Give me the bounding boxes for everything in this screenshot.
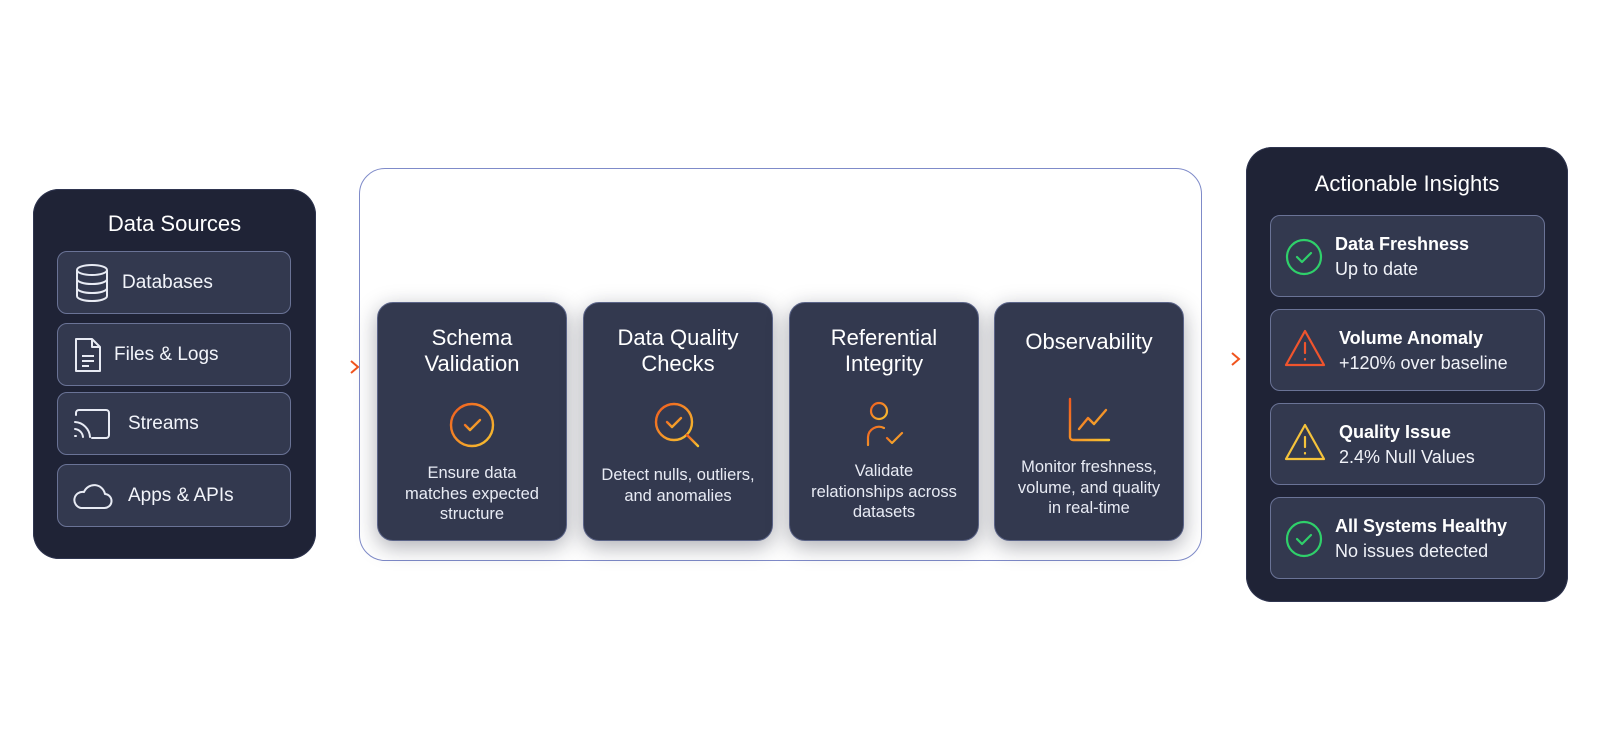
check-circle-icon (1285, 238, 1323, 276)
source-item-files-logs[interactable]: Files & Logs (57, 323, 291, 386)
insight-heading: Quality Issue (1339, 422, 1452, 442)
step-description: Monitor freshness, volume, and quality i… (1017, 458, 1161, 517)
stream-icon (70, 402, 114, 446)
check-circle-icon (378, 401, 566, 453)
search-check-icon (584, 401, 772, 453)
cloud-icon (70, 474, 114, 518)
source-item-apps-apis[interactable]: Apps & APIs (57, 464, 291, 527)
step-description: Validate relationships across datasets (811, 462, 957, 521)
insight-heading: Volume Anomaly (1339, 328, 1484, 348)
step-schema-validation[interactable]: Schema Validation Ensure data matches ex… (377, 302, 567, 541)
insight-subtext: Up to date (1335, 259, 1419, 279)
actionable-insights-panel: Actionable Insights Data Freshness Up to… (1246, 147, 1568, 602)
insight-quality-issue[interactable]: Quality Issue 2.4% Null Values (1270, 403, 1545, 485)
source-item-streams[interactable]: Streams (57, 392, 291, 455)
source-label: Streams (128, 412, 199, 434)
flow-arrow-icon (316, 360, 360, 374)
flow-arrow-icon (1207, 352, 1241, 366)
file-icon (66, 333, 110, 377)
step-title: Referential Integrity (830, 325, 938, 376)
pipeline-frame (359, 168, 1202, 561)
warning-icon (1284, 329, 1326, 367)
warning-icon (1284, 423, 1326, 461)
step-title: Data Quality Checks (617, 325, 739, 376)
step-title: Observability (1025, 329, 1153, 354)
actionable-insights-title: Actionable Insights (1314, 171, 1500, 196)
user-check-icon (790, 401, 978, 453)
database-icon (70, 261, 114, 305)
data-sources-title: Data Sources (107, 211, 242, 236)
line-chart-icon (995, 397, 1183, 449)
data-sources-panel: Data Sources Databases Files & Logs (33, 189, 316, 559)
source-label: Databases (122, 271, 213, 293)
check-circle-icon (1285, 520, 1323, 558)
insight-subtext: 2.4% Null Values (1339, 447, 1475, 467)
source-label: Apps & APIs (128, 484, 234, 506)
source-label: Files & Logs (114, 343, 219, 365)
insight-data-freshness[interactable]: Data Freshness Up to date (1270, 215, 1545, 297)
source-item-databases[interactable]: Databases (57, 251, 291, 314)
insight-all-systems-healthy[interactable]: All Systems Healthy No issues detected (1270, 497, 1545, 579)
step-observability[interactable]: Observability Monitor freshness, volume,… (994, 302, 1184, 541)
step-referential-integrity[interactable]: Referential Integrity Validate relations… (789, 302, 979, 541)
step-data-quality-checks[interactable]: Data Quality Checks Detect nulls, outlie… (583, 302, 773, 541)
insight-subtext: No issues detected (1335, 541, 1489, 561)
insight-heading: All Systems Healthy (1335, 516, 1508, 536)
insight-heading: Data Freshness (1335, 234, 1470, 254)
insight-subtext: +120% over baseline (1339, 353, 1508, 373)
step-description: Detect nulls, outliers, and anomalies (601, 466, 755, 505)
insight-volume-anomaly[interactable]: Volume Anomaly +120% over baseline (1270, 309, 1545, 391)
step-description: Ensure data matches expected structure (405, 464, 539, 523)
step-title: Schema Validation (424, 325, 520, 376)
